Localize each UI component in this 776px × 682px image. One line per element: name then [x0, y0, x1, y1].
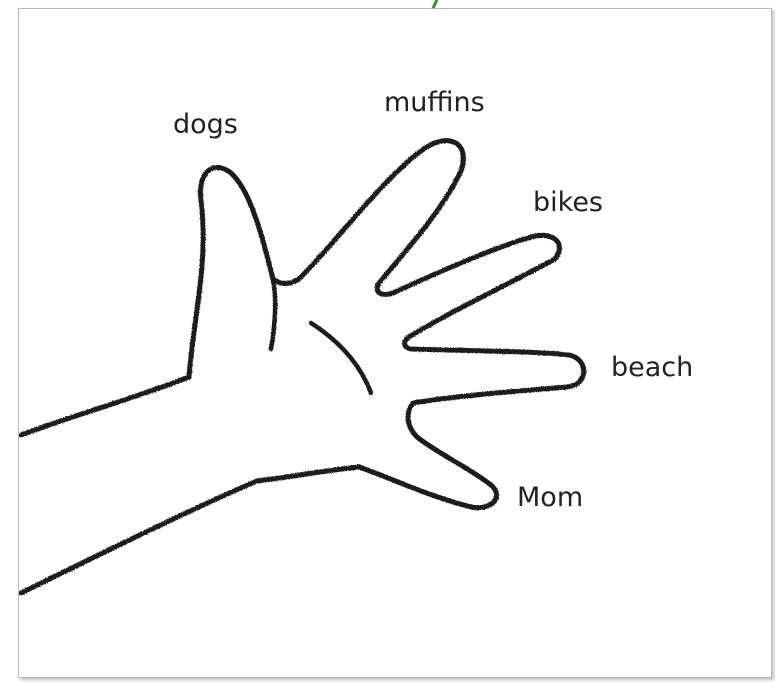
label-thumb: dogs — [173, 109, 238, 140]
hand-outline-drawing: dogs muffins bikes beach Mom — [19, 9, 771, 677]
thumb-index-web — [273, 279, 299, 284]
label-pinky: Mom — [517, 482, 583, 513]
middle-finger-outline — [393, 235, 559, 349]
arm-lower-edge — [21, 467, 359, 593]
label-index: muffins — [384, 87, 485, 118]
green-accent-mark — [430, 0, 440, 8]
pinky-finger-outline — [359, 403, 497, 508]
thumb-crease — [271, 279, 275, 349]
label-middle: bikes — [533, 187, 603, 218]
palm-line — [311, 323, 371, 393]
arm-upper-edge — [21, 377, 189, 435]
drawing-frame: dogs muffins bikes beach Mom — [18, 8, 772, 678]
thumb-outline — [189, 168, 273, 377]
label-ring: beach — [611, 352, 693, 383]
ring-finger-outline — [413, 349, 584, 403]
